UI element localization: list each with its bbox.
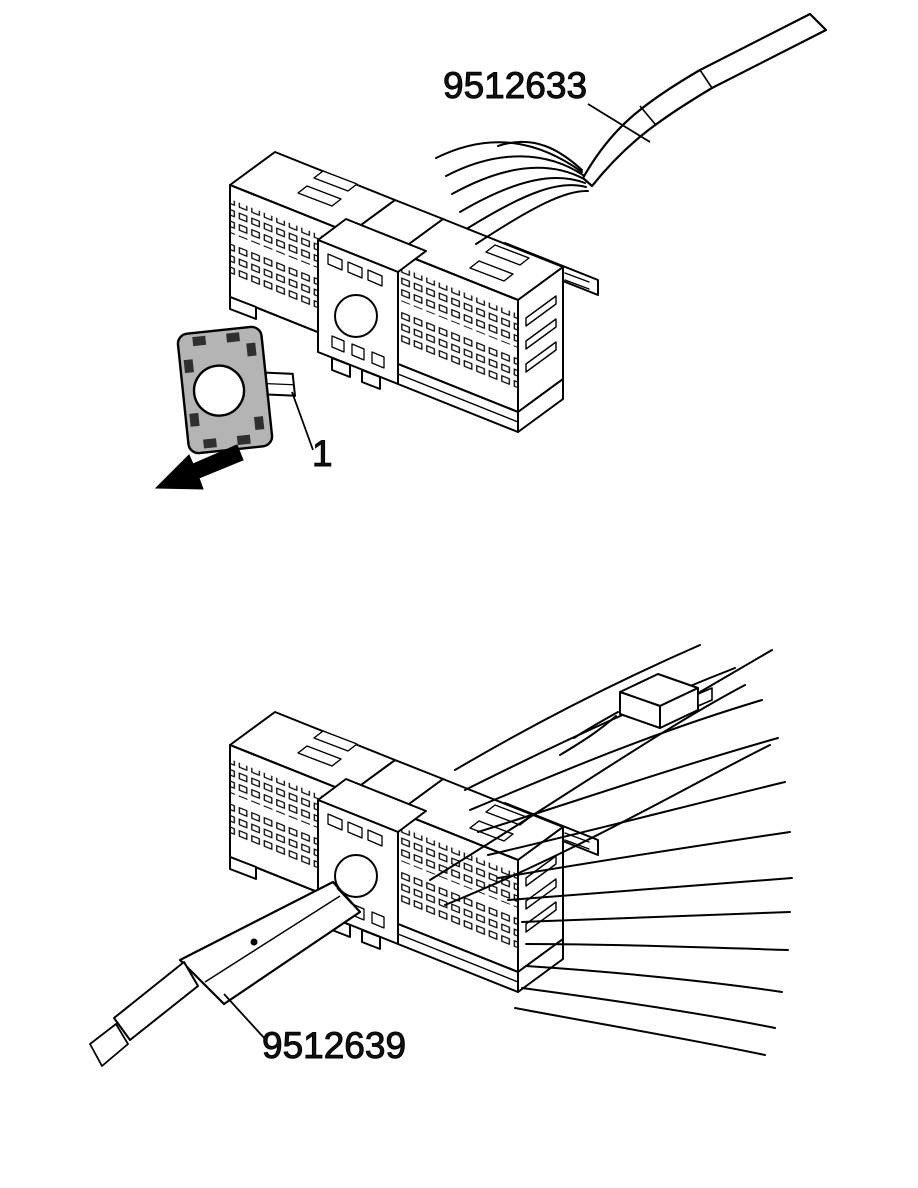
wire-bundle-top (435, 140, 589, 245)
terminal-connector (619, 673, 713, 729)
wire-bundle-bottom (429, 644, 793, 1056)
retainer-plate (176, 325, 297, 455)
retainer-slots (183, 332, 265, 449)
label-bottom-tool: 9512639 (262, 1025, 406, 1066)
tool-pin-dot (250, 938, 258, 946)
retainer-hole (192, 364, 246, 417)
bottom-figure: 9512639 (89, 644, 793, 1067)
extraction-tool-9512633 (581, 12, 828, 188)
leader-line-9512633 (587, 103, 651, 143)
top-figure: 9512633 1 (154, 12, 828, 490)
removal-tool-9512639 (89, 880, 362, 1067)
leader-line-1 (291, 391, 314, 451)
label-retainer-index: 1 (312, 433, 333, 474)
leader-line-9512639 (223, 993, 267, 1041)
label-top-tool: 9512633 (443, 65, 587, 106)
direction-arrow (154, 444, 244, 490)
